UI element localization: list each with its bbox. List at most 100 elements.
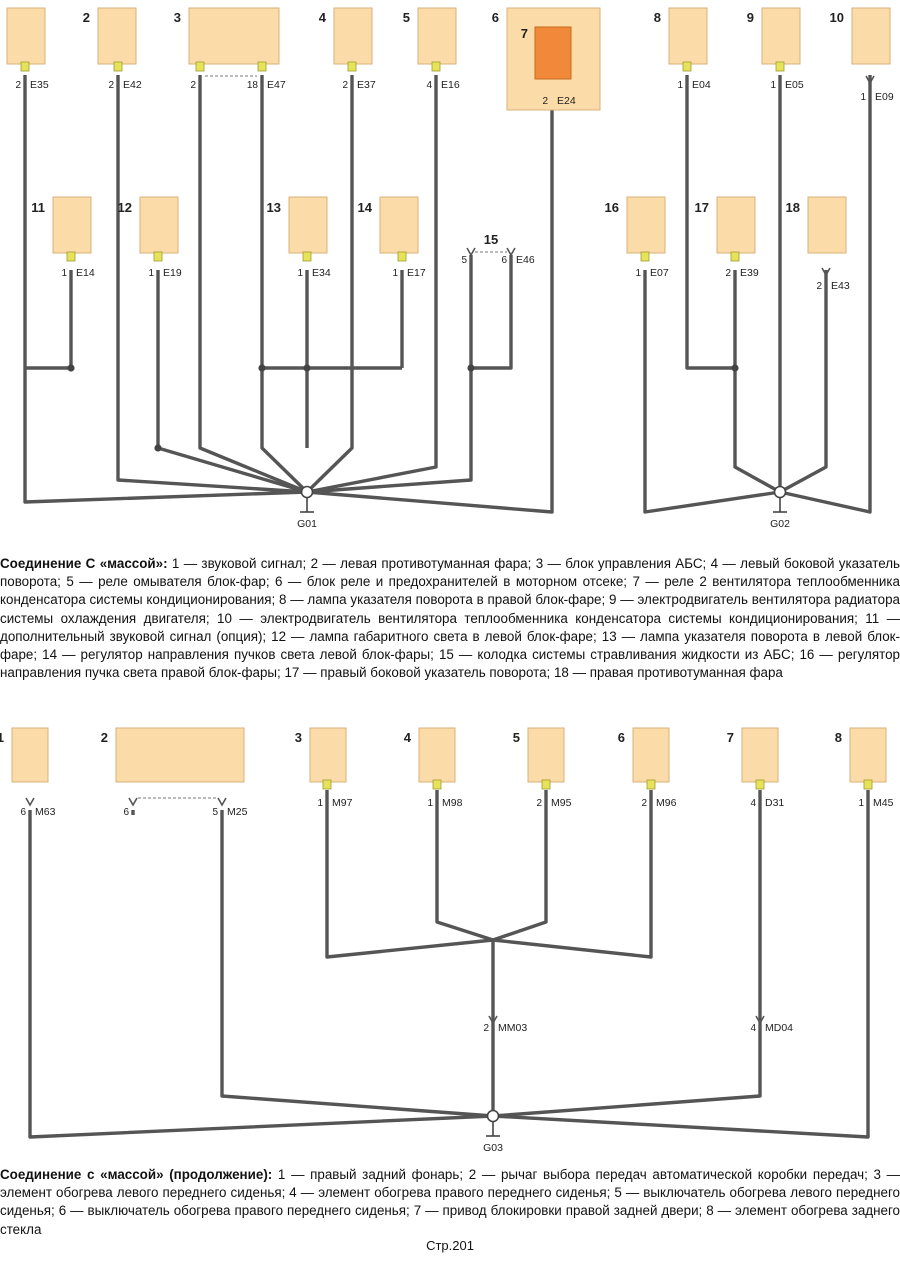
terminal-pin — [20, 61, 30, 72]
connector-code: E09 — [875, 91, 894, 103]
component-number: 7 — [521, 26, 528, 41]
wire-m45 — [492, 790, 870, 1139]
ground-hub — [773, 485, 787, 499]
terminal-pin — [730, 251, 740, 262]
page-number: Стр.201 — [426, 1238, 474, 1253]
component-6 — [632, 727, 670, 783]
component-14 — [379, 196, 419, 254]
component-number: 4 — [404, 730, 412, 745]
pin-number: 1 — [317, 798, 323, 809]
connector-code: E47 — [267, 79, 286, 91]
pin-number: 1 — [61, 268, 67, 279]
component-number: 8 — [835, 730, 842, 745]
wire-e42 — [116, 75, 308, 494]
terminal-pin — [863, 779, 873, 790]
caption-ground-connections: Соединение С «массой»: 1 — звуковой сигн… — [0, 555, 900, 682]
component-2 — [97, 7, 137, 65]
component-4 — [418, 727, 456, 783]
caption-lead: Соединение с «массой» (продолжение): — [0, 1167, 273, 1182]
component-number: 11 — [31, 200, 45, 215]
pin-number: 1 — [677, 80, 683, 91]
wire-e39 — [733, 270, 781, 494]
ground-label: G03 — [483, 1142, 503, 1154]
component-number: 5 — [513, 730, 520, 745]
component-number: 12 — [118, 200, 132, 215]
component-number: 18 — [786, 200, 800, 215]
wire-e47-2 — [198, 75, 308, 494]
pin-number: 4 — [750, 798, 756, 809]
component-5 — [417, 7, 457, 65]
component-number: 5 — [403, 10, 410, 25]
terminal-pin — [302, 251, 312, 262]
wire-md04 — [492, 790, 762, 1118]
wire-e19 — [156, 270, 308, 494]
junction-dot — [467, 364, 475, 372]
component-number: 13 — [267, 200, 281, 215]
component-11 — [52, 196, 92, 254]
connector-code: E39 — [740, 267, 759, 279]
connector-fork — [488, 1015, 498, 1025]
connector-fork — [821, 267, 831, 277]
connector-code: E17 — [407, 267, 426, 279]
terminal-pin — [775, 61, 785, 72]
connector-code: E24 — [557, 95, 576, 107]
junction-dot — [67, 364, 75, 372]
connector-code: E16 — [441, 79, 460, 91]
wire-e07 — [643, 270, 781, 514]
connector-code: M96 — [656, 797, 677, 809]
connector-code: M63 — [35, 806, 56, 818]
component-1 — [6, 7, 46, 65]
pin-number: 5 — [212, 807, 218, 818]
pin-number: 2 — [342, 80, 348, 91]
pin-number: 2 — [816, 281, 822, 292]
wire-m63 — [28, 810, 494, 1139]
component-number: 6 — [618, 730, 625, 745]
caption-lead: Соединение С «массой»: — [0, 556, 168, 571]
wire-e09 — [779, 75, 872, 514]
ground-hub — [486, 1109, 500, 1123]
component-number: 2 — [83, 10, 90, 25]
ground-label: G02 — [770, 518, 790, 530]
terminal-pin — [646, 779, 656, 790]
pin-number: 2 — [725, 268, 731, 279]
wire-e24 — [306, 98, 554, 514]
pin-number: 2 — [641, 798, 647, 809]
pin-number: 1 — [858, 798, 864, 809]
terminal-pin — [431, 61, 441, 72]
pin-number: 1 — [148, 268, 154, 279]
connector-code: M45 — [873, 797, 894, 809]
connector-code: E34 — [312, 267, 331, 279]
terminal-pin — [153, 251, 163, 262]
terminal-pin — [682, 61, 692, 72]
connector-fork — [506, 247, 516, 257]
connector-code: MD04 — [765, 1022, 793, 1034]
component-12 — [139, 196, 179, 254]
pin-number: 1 — [427, 798, 433, 809]
component-16 — [626, 196, 666, 254]
junction-dot — [154, 444, 162, 452]
pin-number: 1 — [392, 268, 398, 279]
component-18 — [807, 196, 847, 254]
wire-e46-6 — [471, 255, 513, 370]
connector-fork — [865, 75, 875, 85]
connector-code: MM03 — [498, 1022, 527, 1034]
wire-e35 — [23, 75, 308, 504]
terminal-pin — [541, 779, 551, 790]
connector-code: E43 — [831, 280, 850, 292]
component-4 — [333, 7, 373, 65]
pin-number: 2 — [542, 96, 548, 107]
component-number: 3 — [174, 10, 181, 25]
connector-code: M95 — [551, 797, 572, 809]
component-number: 2 — [101, 730, 108, 745]
wire-e43 — [779, 270, 828, 494]
pin-number: 6 — [123, 807, 129, 818]
pin-number: 5 — [461, 255, 467, 266]
wire-e46 — [306, 368, 473, 494]
wire-m95 — [492, 790, 548, 942]
component-9 — [761, 7, 801, 65]
connector-code: D31 — [765, 797, 784, 809]
wire-e16 — [306, 75, 438, 494]
pin-number: 18 — [247, 80, 259, 91]
component-number: 14 — [358, 200, 373, 215]
